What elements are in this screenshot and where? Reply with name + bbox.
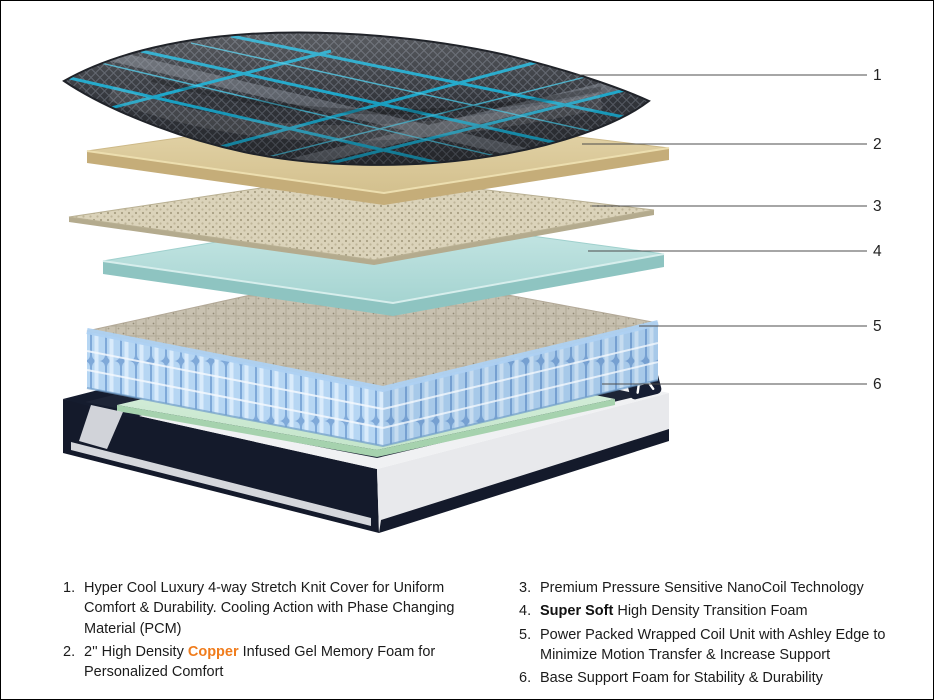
callout-number-5: 5 [873,318,882,335]
callout-numbers: 1 2 3 4 5 6 [873,67,882,393]
legend-text-5: Power Packed Wrapped Coil Unit with Ashl… [540,626,886,663]
legend-number-3: 3. [519,580,532,596]
legend-text-6: Base Support Foam for Stability & Durabi… [540,670,823,687]
exploded-diagram: 1 2 3 4 5 6 [1,1,933,561]
legend-item-3: 3. Premium Pressure Sensitive NanoCoil T… [519,578,913,598]
legend-column-left: 1. Hyper Cool Luxury 4-way Stretch Knit … [63,578,493,688]
knit-cover-outline [62,31,651,166]
legend-item-4: 4. Super Soft High Density Transition Fo… [519,601,913,621]
layer-wrapped-coil-unit [86,268,659,448]
layer-nanocoil-mesh [68,173,655,265]
legend: 1. Hyper Cool Luxury 4-way Stretch Knit … [63,578,913,688]
legend-number-6: 6. [519,670,532,687]
legend-text-1: Hyper Cool Luxury 4-way Stretch Knit Cov… [84,580,455,637]
legend-number-5: 5. [519,626,532,643]
callout-lines [576,74,867,385]
legend-column-right: 3. Premium Pressure Sensitive NanoCoil T… [519,578,913,688]
supersoft-highlight: Super Soft [540,603,614,620]
callout-number-6: 6 [873,376,882,393]
callout-number-2: 2 [873,136,882,153]
legend-number-4: 4. [519,603,532,620]
legend-number-2: 2. [63,643,76,660]
legend-item-2: 2. 2'' High Density Copper Infused Gel M… [63,642,493,683]
legend-text-4: Super Soft High Density Transition Foam [540,603,808,620]
callout-number-1: 1 [873,67,882,84]
legend-item-6: 6. Base Support Foam for Stability & Dur… [519,668,913,688]
legend-item-1: 1. Hyper Cool Luxury 4-way Stretch Knit … [63,578,493,639]
legend-number-1: 1. [63,580,76,596]
copper-highlight: Copper [187,643,239,660]
legend-text-2: 2'' High Density Copper Infused Gel Memo… [84,643,436,681]
callout-number-3: 3 [873,198,882,215]
callout-number-4: 4 [873,243,882,260]
legend-item-5: 5. Power Packed Wrapped Coil Unit with A… [519,625,913,666]
legend-text-3: Premium Pressure Sensitive NanoCoil Tech… [540,580,864,596]
